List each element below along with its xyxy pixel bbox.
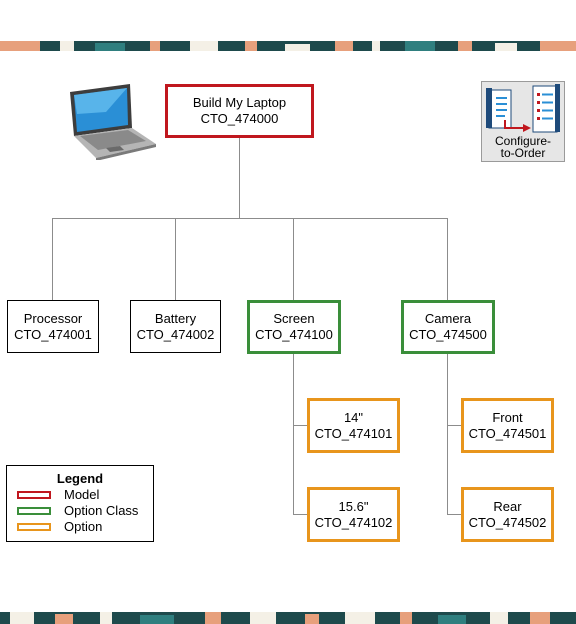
document-flow-icon xyxy=(486,84,560,133)
cto-label-line1: Configure- xyxy=(494,134,552,148)
connector-camera xyxy=(447,218,448,301)
node-title: Camera xyxy=(424,311,472,326)
connector-screen-options-vertical xyxy=(293,353,294,515)
configure-to-order-label: Configure- to-Order xyxy=(482,135,564,159)
option-class-node-screen: Screen CTO_474100 xyxy=(247,300,341,354)
node-title: 15.6" xyxy=(338,498,369,514)
connector-root-down xyxy=(239,137,240,219)
legend-swatch-model xyxy=(17,491,51,499)
connector-battery xyxy=(175,218,176,301)
configure-to-order-icon: Configure- to-Order xyxy=(481,81,565,162)
option-node-rear: Rear CTO_474502 xyxy=(461,487,554,542)
decorative-bottom-band xyxy=(0,612,576,624)
connector-camera-options-vertical xyxy=(447,353,448,515)
node-code: CTO_474100 xyxy=(255,327,333,342)
legend-title: Legend xyxy=(56,471,104,486)
node-code: CTO_474501 xyxy=(468,425,547,441)
node-title: Rear xyxy=(493,498,522,514)
cto-label-line2: to-Order xyxy=(500,146,546,160)
node-title: Processor xyxy=(23,310,83,326)
node-code: CTO_474000 xyxy=(200,111,279,126)
node-code: CTO_474502 xyxy=(468,514,547,530)
node-code: CTO_474001 xyxy=(14,326,92,342)
node-title: Screen xyxy=(273,311,315,326)
node-title: Build My Laptop xyxy=(192,95,287,110)
node-code: CTO_474102 xyxy=(314,514,393,530)
connector-camera-option-1 xyxy=(447,425,462,426)
option-class-node-camera: Camera CTO_474500 xyxy=(401,300,495,354)
legend-swatch-option-class xyxy=(17,507,51,515)
option-node-14-inch: 14" CTO_474101 xyxy=(307,398,400,453)
legend-label-option: Option xyxy=(64,519,103,534)
node-code: CTO_474101 xyxy=(314,425,393,441)
option-node-front: Front CTO_474501 xyxy=(461,398,554,453)
connector-camera-option-2 xyxy=(447,514,462,515)
connector-horizontal-bus xyxy=(52,218,448,219)
connector-screen-option-2 xyxy=(293,514,309,515)
legend-swatch-option xyxy=(17,523,51,531)
item-node-processor: Processor CTO_474001 xyxy=(7,300,99,353)
node-title: Front xyxy=(492,409,523,425)
legend: Legend Model Option Class Option xyxy=(6,465,154,542)
connector-screen-option-1 xyxy=(293,425,309,426)
node-title: Battery xyxy=(154,310,197,326)
item-node-battery: Battery CTO_474002 xyxy=(130,300,221,353)
connector-screen xyxy=(293,218,294,301)
legend-label-model: Model xyxy=(64,487,100,502)
node-code: CTO_474500 xyxy=(409,327,487,342)
node-title: 14" xyxy=(343,409,364,425)
decorative-top-band xyxy=(0,41,576,51)
option-node-15-6-inch: 15.6" CTO_474102 xyxy=(307,487,400,542)
legend-label-option-class: Option Class xyxy=(64,503,139,518)
model-node-build-my-laptop: Build My Laptop CTO_474000 xyxy=(165,84,314,138)
connector-processor xyxy=(52,218,53,301)
laptop-icon xyxy=(70,84,156,160)
node-code: CTO_474002 xyxy=(136,326,215,342)
